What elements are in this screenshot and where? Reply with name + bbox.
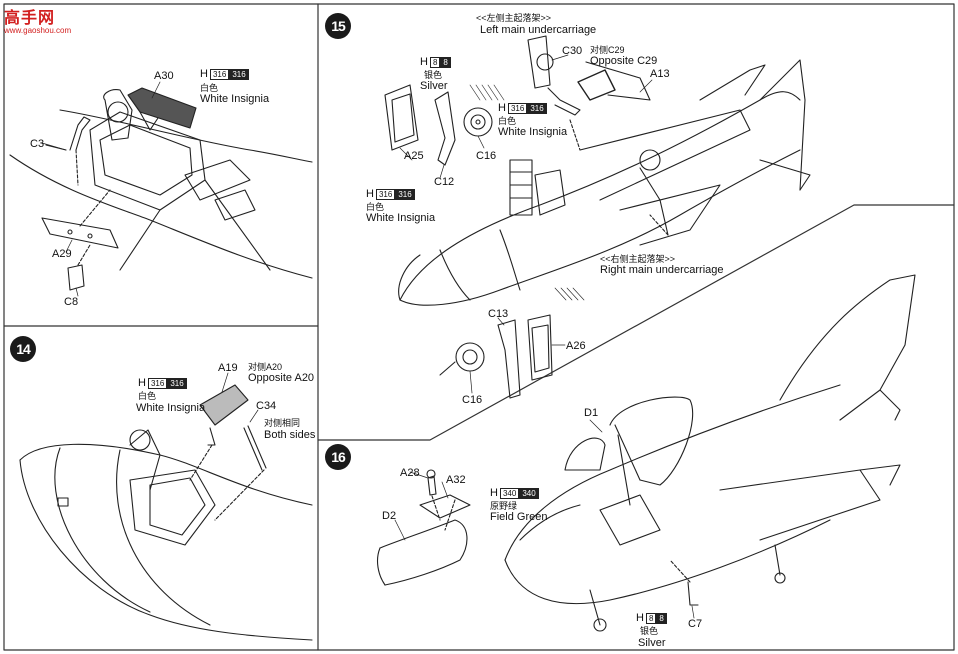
note-both-en: Both sides [264, 429, 316, 441]
paint-name-en: White Insignia [498, 126, 568, 138]
paint-code-white: H 316 316 [138, 377, 187, 389]
paint-letter: H [498, 102, 506, 114]
part-label-a25: A25 [404, 150, 424, 162]
note-a20-en: Opposite A20 [248, 372, 315, 384]
paint-code-1: 8 [645, 612, 657, 624]
paint-code-silver: H 8 8 [636, 612, 667, 624]
paint-code-white: H 316 316 [366, 188, 415, 200]
note-a20-cn: 对侧A20 [248, 362, 283, 372]
paint-code-field-green: H 340 340 [490, 487, 539, 499]
part-label-c3: C3 [30, 138, 45, 150]
panel-16-art [376, 274, 916, 632]
paint-code-2: 8 [440, 56, 451, 68]
paint-code-1: 340 [499, 487, 520, 499]
note-both-cn: 对侧相同 [264, 418, 301, 428]
paint-letter: H [200, 68, 208, 80]
part-label-a30: A30 [154, 70, 174, 82]
paint-name-cn: 银色 [424, 70, 443, 80]
paint-code-white: H 316 316 [498, 102, 547, 114]
paint-code-1: 316 [507, 102, 528, 114]
panel-15-art [384, 35, 811, 399]
paint-code-2: 316 [167, 377, 187, 389]
paint-name-en: Field Green [490, 511, 548, 523]
part-label-c34: C34 [256, 400, 277, 412]
paint-name-en: White Insignia [366, 212, 436, 224]
panel-frames [3, 3, 955, 651]
callout-left-en: Left main undercarriage [480, 24, 597, 36]
paint-code-2: 316 [527, 102, 547, 114]
callout-right-cn: <<右侧主起落架>> [600, 254, 676, 264]
paint-letter: H [138, 377, 146, 389]
paint-code-white: H 316 316 [200, 68, 249, 80]
panel-14-art [19, 384, 313, 641]
part-label-c13: C13 [488, 308, 509, 320]
part-label-c16: C16 [476, 150, 497, 162]
part-label-c30: C30 [562, 45, 583, 57]
paint-letter: H [490, 487, 498, 499]
paint-code-1: 316 [375, 188, 396, 200]
part-label-a13: A13 [650, 68, 670, 80]
paint-code-2: 316 [229, 68, 249, 80]
watermark-main: 高手网 [4, 10, 56, 27]
paint-code-silver: H 8 8 [420, 56, 451, 68]
paint-name-en: White Insignia [136, 402, 206, 414]
callout-left-cn: <<左侧主起落架>> [476, 13, 552, 23]
paint-name-cn: 白色 [138, 391, 157, 401]
paint-code-2: 316 [395, 188, 415, 200]
paint-name-cn: 银色 [640, 626, 659, 636]
step-badge-15: 15 [325, 13, 351, 39]
part-label-d1: D1 [584, 407, 599, 419]
note-c29-cn: 对侧C29 [590, 45, 625, 55]
step-badge-16: 16 [325, 444, 351, 470]
callout-right-en: Right main undercarriage [600, 264, 724, 276]
paint-code-1: 8 [429, 56, 441, 68]
part-label-c7: C7 [688, 618, 703, 630]
paint-code-1: 316 [147, 377, 168, 389]
paint-code-2: 8 [656, 612, 667, 624]
paint-letter: H [636, 612, 644, 624]
note-c29-en: Opposite C29 [590, 55, 658, 67]
paint-name-cn: 白色 [200, 83, 219, 93]
leader-lines [41, 54, 695, 619]
part-label-c16-lower: C16 [462, 394, 483, 406]
step-badge-14: 14 [10, 336, 36, 362]
paint-name-cn: 白色 [366, 202, 385, 212]
part-label-a19: A19 [218, 362, 238, 374]
part-label-a28: A28 [400, 467, 420, 479]
watermark-logo: 高手网 www.gaoshou.com [2, 4, 72, 38]
paint-name-en: Silver [420, 80, 448, 92]
paint-code-1: 316 [209, 68, 230, 80]
paint-code-2: 340 [519, 487, 539, 499]
part-label-a32: A32 [446, 474, 466, 486]
part-label-d2: D2 [382, 510, 397, 522]
paint-letter: H [366, 188, 374, 200]
paint-letter: H [420, 56, 428, 68]
part-label-a29: A29 [52, 248, 72, 260]
paint-name-cn: 原野绿 [490, 501, 518, 511]
paint-name-en: White Insignia [200, 93, 270, 105]
part-label-a26: A26 [566, 340, 586, 352]
paint-name-cn: 白色 [498, 116, 517, 126]
part-label-c12: C12 [434, 176, 455, 188]
paint-name-en: Silver [638, 637, 666, 649]
panel-13-art [9, 87, 313, 291]
watermark-url: www.gaoshou.com [4, 26, 72, 35]
part-label-c8: C8 [64, 296, 79, 308]
